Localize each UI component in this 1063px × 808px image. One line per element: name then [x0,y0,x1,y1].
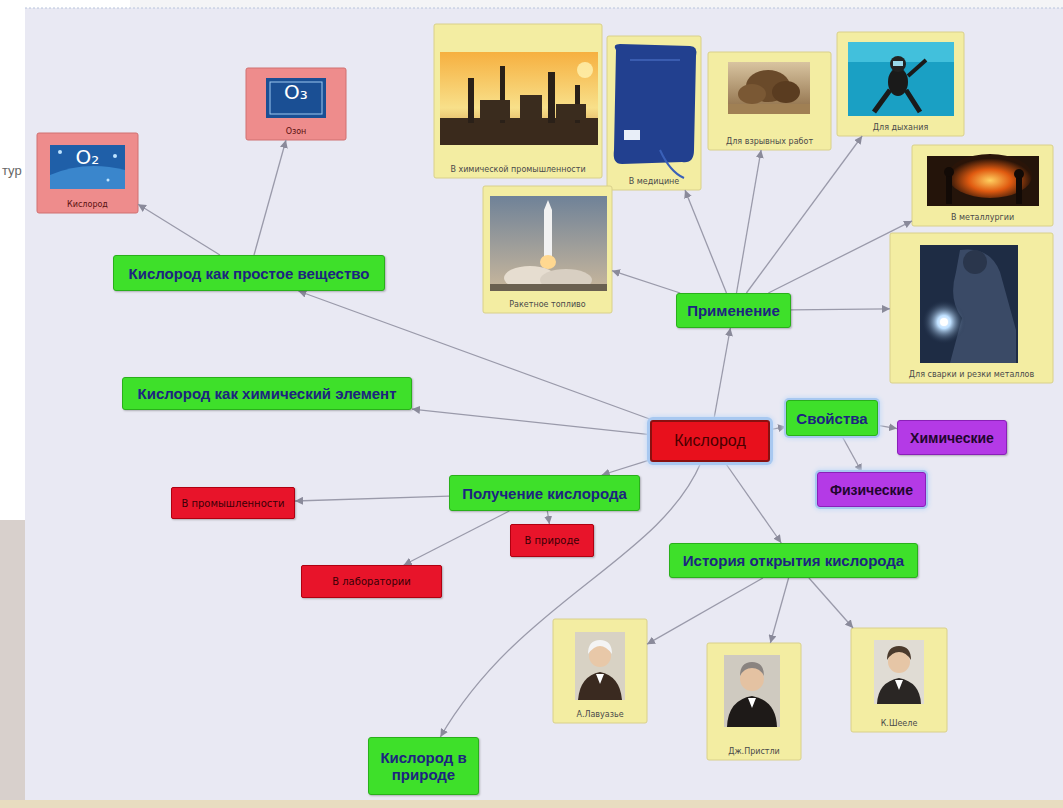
node-label: Свойства [796,410,867,427]
subtopic-box: Химические [897,420,1007,455]
topic-box: Получение кислорода [449,475,640,511]
image-card: В металлургии [912,145,1053,226]
subtopic-box: В промышленности [171,487,295,519]
subtopic-box: В природе [510,524,594,557]
connector-arrow [878,425,897,428]
portrait-card: А.Лавуазье [553,619,647,723]
topic-box: Кислород как химический элемент [122,377,412,410]
subtopic-box: Физические [817,472,926,507]
connector-arrow [412,409,650,435]
image-caption: К.Шееле [853,720,945,729]
image-card: Для дыхания [837,32,964,136]
image-caption: Для сварки и резки металлов [892,371,1051,380]
node-label: История открытия кислорода [683,552,904,569]
node-label: В природе [525,535,580,546]
connector-arrow [768,221,912,293]
image-caption: В медицине [609,178,699,187]
node-label: В лаборатории [332,576,411,587]
connector-arrow [809,578,853,628]
portrait-card: Дж.Пристли [707,643,801,760]
image-card: O₂ Кислород [37,133,138,213]
connector-arrow [547,511,549,524]
image-caption: Дж.Пристли [709,748,799,757]
node-label: Кислород как химический элемент [138,385,397,402]
image-caption: В металлургии [914,214,1051,223]
connector-arrow [138,204,220,255]
image-caption: Кислород [39,201,136,210]
connector-arrow [725,462,782,543]
connector-arrow [746,136,862,293]
connector-arrow [602,460,650,475]
connector-arrow [440,462,701,737]
connector-arrow [254,140,286,255]
image-caption: Для дыхания [839,124,962,133]
portrait-card: К.Шееле [851,628,947,732]
node-label: Физические [830,482,913,498]
image-caption: Ракетное топливо [485,301,610,310]
connector-arrow [714,328,731,420]
subtopic-box: В лаборатории [301,565,442,598]
node-label: Применение [687,302,780,319]
image-caption: А.Лавуазье [555,711,645,720]
formula-text: O₃ [246,82,346,102]
image-caption: В химической промышленности [436,166,600,175]
connector-arrow [737,150,762,293]
node-label: В промышленности [181,498,284,509]
connector-arrow [770,578,788,643]
topic-box: Кислород в природе [368,737,479,795]
connector-arrow [770,427,786,430]
image-card: Для сварки и резки металлов [890,233,1053,383]
connector-arrow [842,436,862,472]
image-card: Для взрывных работ [708,52,831,150]
image-caption: Озон [248,128,344,137]
connector-arrow [685,190,726,293]
image-caption: Для взрывных работ [710,138,829,147]
topic-box: Кислород как простое вещество [113,255,385,291]
node-label: Кислород как простое вещество [129,265,370,282]
connector-arrow [791,309,890,310]
connector-arrow [295,496,449,501]
connector-arrow [647,578,763,644]
topic-box: История открытия кислорода [669,543,918,578]
node-label: Химические [910,430,994,446]
topic-box: Свойства [786,400,878,436]
node-label: Кислород в природе [377,749,470,783]
image-card: В медицине [607,36,701,190]
connector-arrow [612,271,680,293]
topic-box: Применение [676,293,791,328]
formula-text: O₂ [37,147,138,167]
image-card: В химической промышленности [434,24,602,178]
central-topic: Кислород [650,420,770,462]
background-text: тур [2,163,22,178]
image-card: Ракетное топливо [483,186,612,313]
node-label: Получение кислорода [462,485,627,502]
image-card: O₃ Озон [246,68,346,140]
node-label: Кислород [674,432,745,450]
connector-arrow [404,511,510,565]
